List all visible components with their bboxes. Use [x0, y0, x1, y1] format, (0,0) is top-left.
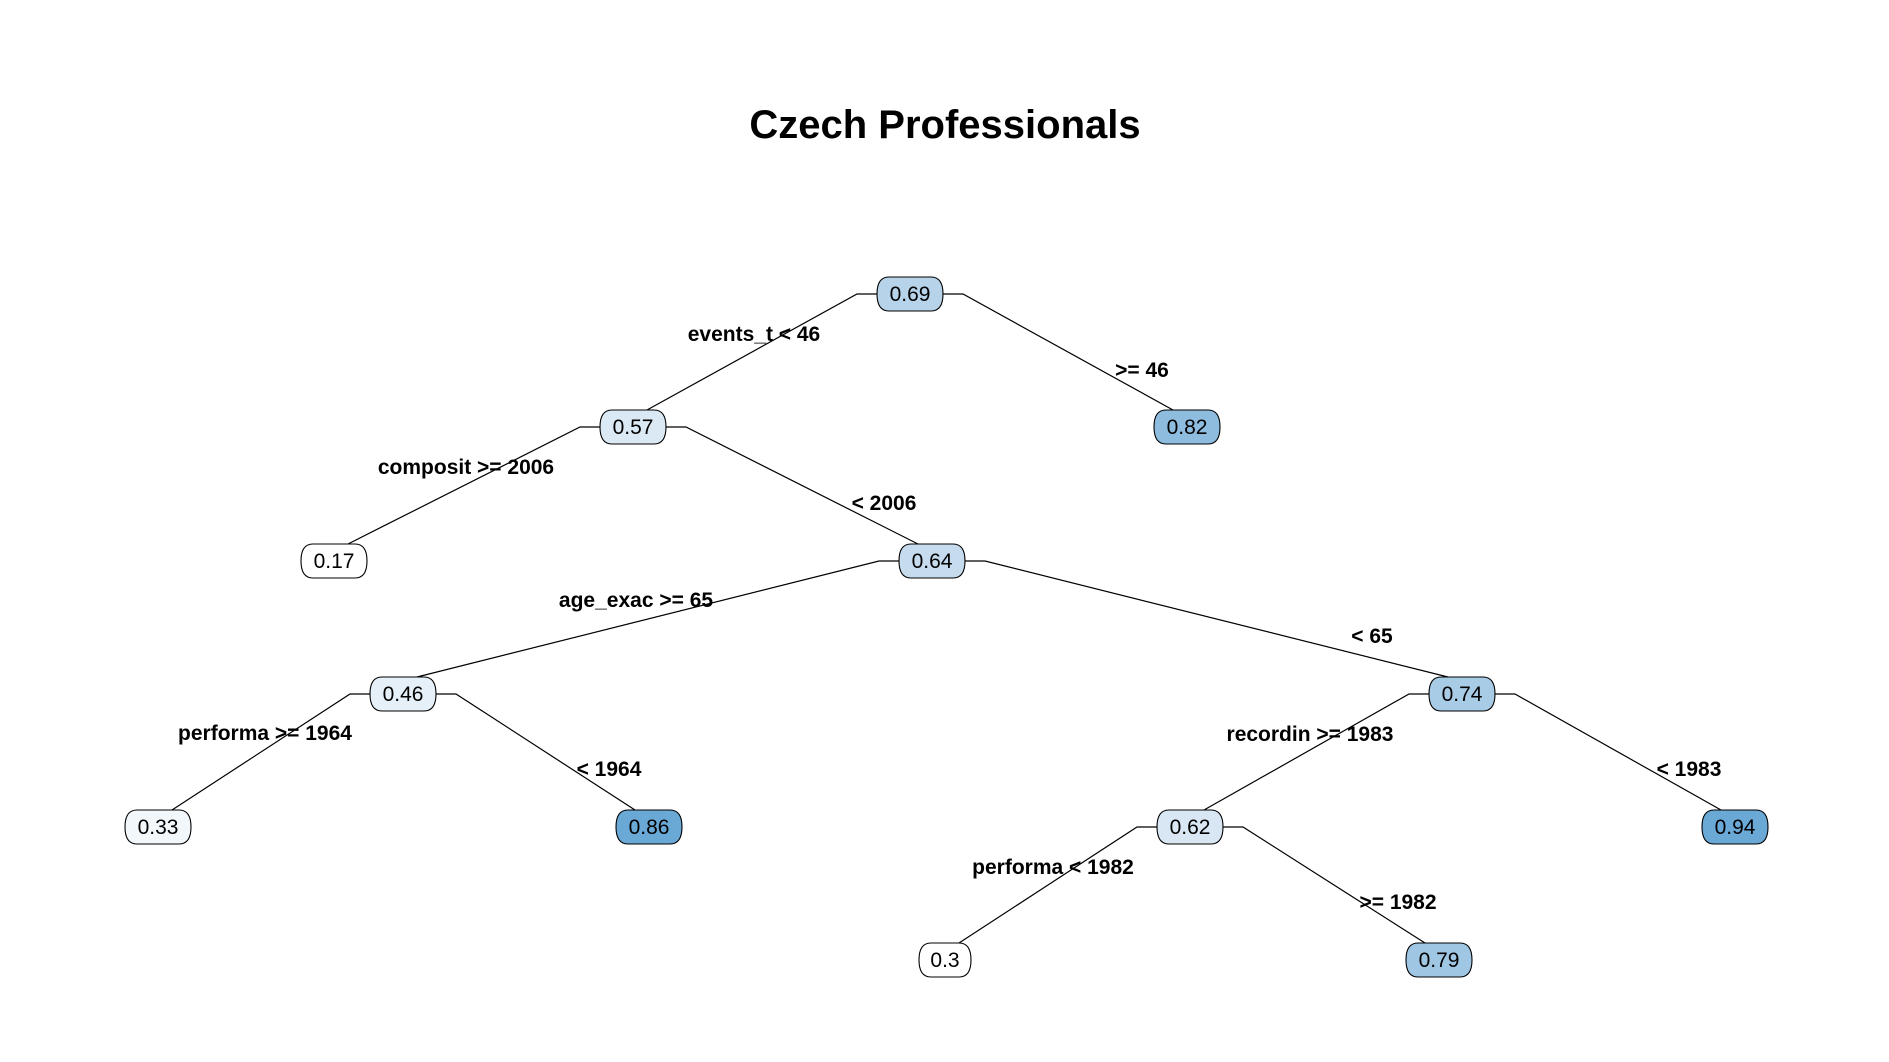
node-value: 0.17 [314, 550, 355, 573]
tree-nodes: 0.69 0.57 0.82 0.17 0.64 0.46 0.74 0.33 0.86 0.62… [124, 276, 1769, 978]
tree-node-n11: 0.94 [1701, 809, 1769, 845]
tree-edge-n1-n2 [646, 293, 879, 411]
tree-edge-n6-n8 [171, 693, 372, 811]
split-label-s11: performa < 1982 [972, 856, 1134, 879]
tree-node-n13: 0.79 [1405, 942, 1473, 978]
node-shape [876, 276, 944, 312]
tree-edge-n6-n9 [434, 693, 636, 811]
node-value: 0.33 [138, 816, 179, 839]
node-shape [1405, 942, 1473, 978]
tree-node-n7: 0.74 [1428, 676, 1496, 712]
split-label-s8: < 1964 [577, 758, 642, 781]
node-shape [1701, 809, 1769, 845]
split-label-s6: < 65 [1351, 625, 1393, 648]
node-shape [369, 676, 437, 712]
node-value: 0.3 [930, 949, 959, 972]
node-value: 0.64 [912, 550, 953, 573]
split-labels: events_t < 46 >= 46 composit >= 2006 < 2006… [178, 323, 1721, 914]
split-label-s4: < 2006 [852, 492, 917, 515]
tree-edge-n7-n11 [1493, 693, 1722, 811]
node-value: 0.74 [1442, 683, 1483, 706]
node-shape [898, 543, 966, 579]
node-shape [1153, 409, 1221, 445]
tree-edge-n10-n12 [958, 826, 1159, 944]
node-value: 0.79 [1419, 949, 1460, 972]
node-value: 0.57 [613, 416, 654, 439]
split-label-s2: >= 46 [1115, 359, 1169, 382]
tree-edges [171, 293, 1722, 944]
tree-node-n6: 0.46 [369, 676, 437, 712]
split-label-s10: < 1983 [1657, 758, 1722, 781]
tree-node-n8: 0.33 [124, 809, 192, 845]
split-label-s5: age_exac >= 65 [559, 589, 713, 612]
tree-node-n2: 0.57 [599, 409, 667, 445]
node-shape [918, 942, 972, 978]
node-value: 0.69 [890, 283, 931, 306]
node-shape [124, 809, 192, 845]
node-value: 0.94 [1715, 816, 1756, 839]
tree-node-n1: 0.69 [876, 276, 944, 312]
chart-title: Czech Professionals [749, 103, 1140, 147]
tree-node-n12: 0.3 [918, 942, 972, 978]
tree-edge-n2-n5 [664, 426, 919, 545]
tree-edge-n5-n6 [416, 560, 901, 678]
tree-edge-n2-n4 [347, 426, 602, 545]
tree-node-n10: 0.62 [1156, 809, 1224, 845]
tree-edge-n5-n7 [963, 560, 1449, 678]
split-label-s3: composit >= 2006 [378, 456, 554, 479]
node-shape [599, 409, 667, 445]
node-value: 0.46 [383, 683, 424, 706]
tree-edge-n7-n10 [1203, 693, 1431, 811]
tree-node-n4: 0.17 [300, 543, 368, 579]
node-value: 0.86 [629, 816, 670, 839]
split-label-s9: recordin >= 1983 [1227, 723, 1394, 746]
node-shape [615, 809, 683, 845]
tree-edge-n1-n3 [941, 293, 1174, 411]
node-value: 0.82 [1167, 416, 1208, 439]
tree-edge-n10-n13 [1221, 826, 1426, 944]
node-shape [300, 543, 368, 579]
node-value: 0.62 [1170, 816, 1211, 839]
node-shape [1428, 676, 1496, 712]
tree-node-n3: 0.82 [1153, 409, 1221, 445]
split-label-s12: >= 1982 [1359, 891, 1436, 914]
tree-node-n5: 0.64 [898, 543, 966, 579]
node-shape [1156, 809, 1224, 845]
split-label-s1: events_t < 46 [688, 323, 821, 346]
tree-node-n9: 0.86 [615, 809, 683, 845]
split-label-s7: performa >= 1964 [178, 722, 352, 745]
